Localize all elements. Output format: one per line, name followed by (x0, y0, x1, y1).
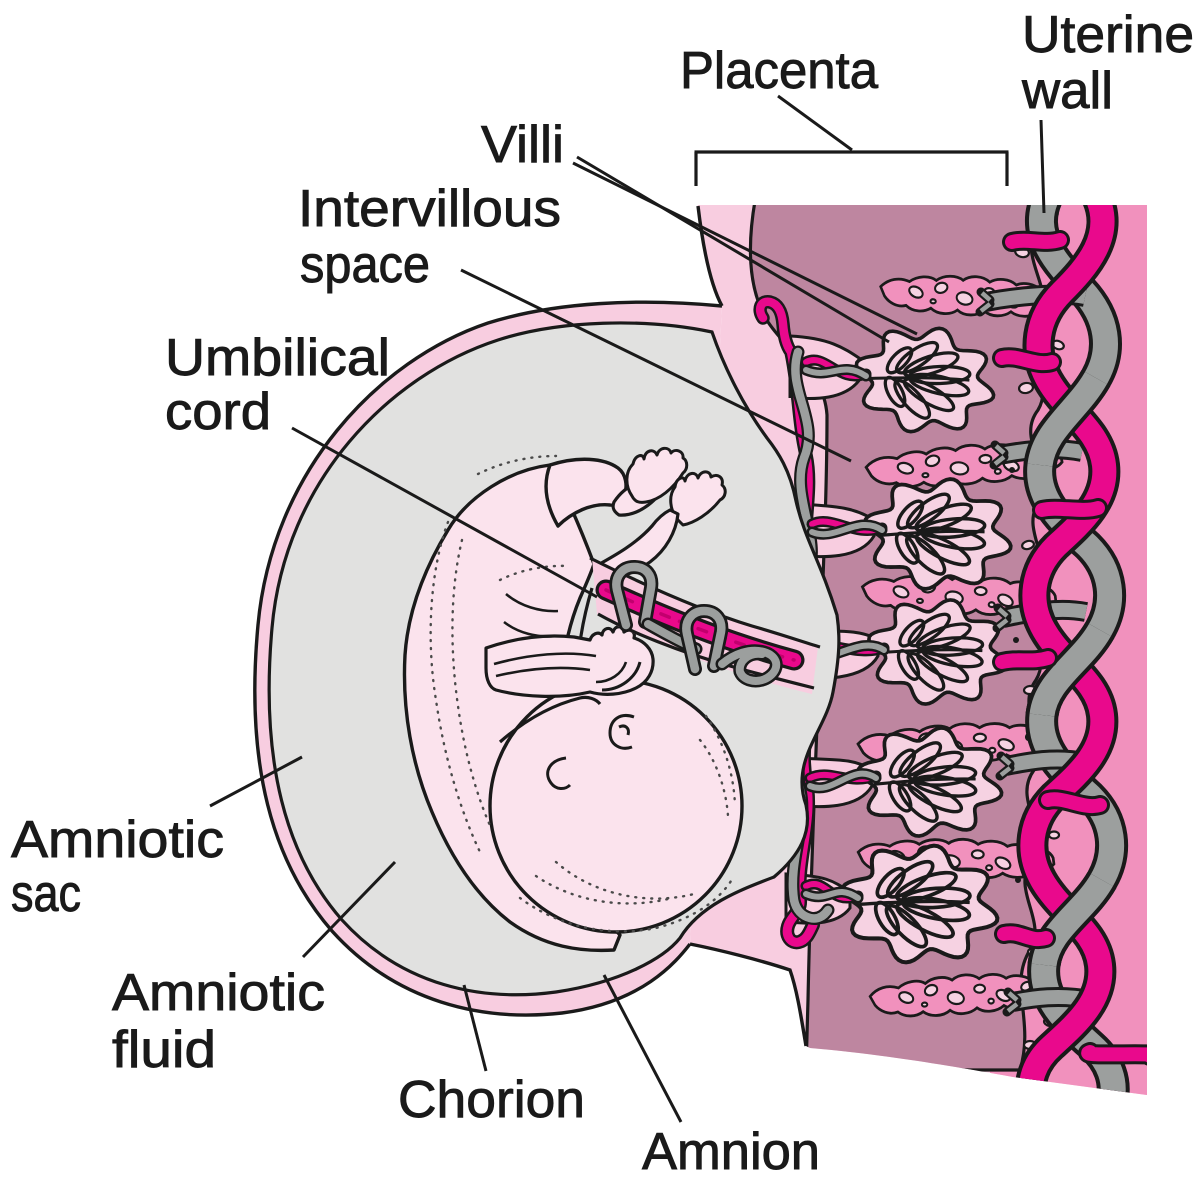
svg-text:Villi: Villi (481, 116, 564, 174)
svg-text:Amnion: Amnion (642, 1123, 820, 1181)
svg-text:Umbilical: Umbilical (165, 329, 390, 387)
svg-text:Amniotic: Amniotic (11, 811, 224, 869)
svg-text:wall: wall (1021, 62, 1113, 120)
svg-text:sac: sac (11, 865, 81, 923)
svg-text:Amniotic: Amniotic (112, 964, 325, 1022)
svg-text:fluid: fluid (112, 1021, 216, 1079)
svg-text:Placenta: Placenta (680, 42, 878, 100)
svg-text:Intervillous: Intervillous (298, 180, 561, 238)
svg-text:Uterine: Uterine (1022, 6, 1194, 64)
svg-text:Chorion: Chorion (398, 1071, 585, 1129)
svg-text:cord: cord (165, 383, 271, 441)
svg-text:space: space (300, 236, 430, 294)
